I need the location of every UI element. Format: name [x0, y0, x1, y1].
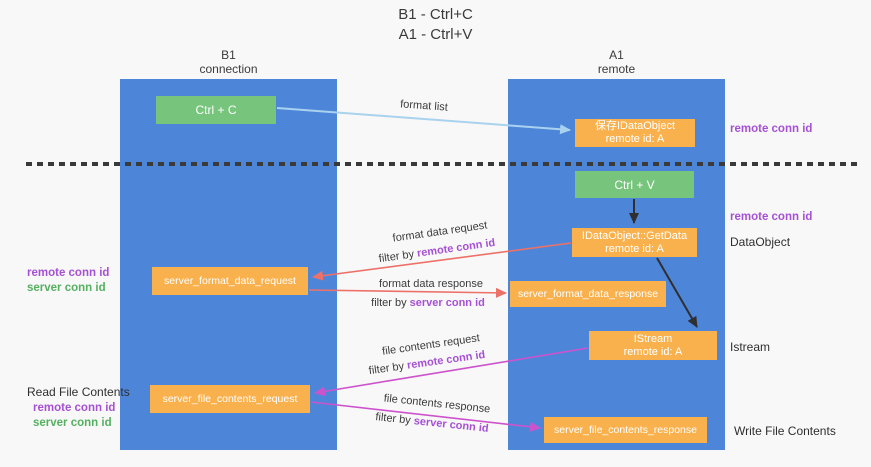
dataobject-text: DataObject [730, 235, 791, 249]
lane-header-a1: A1 remote [508, 48, 725, 76]
label-filter-by-server-1: filter by server conn id [371, 297, 485, 309]
node-istream: IStream remote id: A [589, 331, 717, 360]
node-save-dataobject: 保存IDataObject remote id: A [575, 119, 695, 147]
node-save-dataobject-line1: 保存IDataObject [594, 120, 676, 132]
node-server-file-contents-request: server_file_contents_request [150, 385, 310, 413]
node-server-format-data-response-label: server_format_data_response [517, 287, 659, 300]
node-istream-line1: IStream [633, 332, 673, 345]
label-format-data-response-text: format data response [379, 278, 483, 290]
dataobject-label: DataObject [730, 235, 790, 249]
label-file-contents-response: file contents response [383, 392, 491, 415]
label-filter-by-server-2: filter by server conn id [375, 411, 489, 435]
label-filter-prefix: filter by [378, 248, 415, 266]
label-file-contents-response-text: file contents response [383, 392, 491, 416]
title-line-1: B1 - Ctrl+C [398, 6, 473, 23]
left-conn-id-pair-1: remote conn id server conn id [27, 266, 109, 296]
node-ctrl-c-label: Ctrl + C [195, 103, 237, 117]
node-idataobject-getdata-line2: remote id: A [605, 242, 664, 255]
left-server-conn-id-1: server conn id [27, 282, 106, 294]
label-remote-conn-id-key: remote conn id [416, 236, 496, 260]
label-server-conn-id-key: server conn id [409, 297, 485, 309]
right-remote-conn-id-top-text: remote conn id [730, 123, 813, 135]
title-line-2: A1 - Ctrl+V [398, 26, 473, 43]
lane-b1-name: B1 [221, 48, 236, 62]
left-server-conn-id-2: server conn id [33, 417, 112, 429]
node-ctrl-v: Ctrl + V [575, 171, 694, 198]
node-istream-line2: remote id: A [623, 345, 683, 358]
label-format-list: format list [400, 98, 448, 113]
lane-a1-role: remote [597, 62, 636, 76]
left-conn-id-pair-2: remote conn id server conn id [33, 401, 115, 431]
lane-a1-name: A1 [609, 48, 624, 62]
read-file-contents-label: Read File Contents [27, 385, 130, 399]
label-filter-prefix: filter by [371, 297, 407, 309]
label-server-conn-id-key: server conn id [413, 415, 490, 435]
node-idataobject-getdata-line1: IDataObject::GetData [581, 229, 688, 242]
node-save-dataobject-line2: remote id: A [605, 133, 665, 145]
node-server-format-data-request: server_format_data_request [152, 267, 308, 295]
node-server-file-contents-response-label: server_file_contents_response [553, 423, 697, 436]
left-remote-conn-id-1: remote conn id [27, 267, 110, 279]
lane-header-b1: B1 connection [120, 48, 337, 76]
node-server-format-data-request-label: server_format_data_request [164, 274, 296, 287]
left-remote-conn-id-2: remote conn id [33, 402, 116, 414]
istream-label: Istream [730, 340, 770, 354]
diagram-title: B1 - Ctrl+C A1 - Ctrl+V [0, 5, 871, 45]
label-format-data-response: format data response [379, 278, 483, 290]
right-remote-conn-id-mid-text: remote conn id [730, 211, 813, 223]
write-file-contents-label: Write File Contents [734, 424, 836, 438]
node-ctrl-v-label: Ctrl + V [614, 177, 655, 192]
node-server-format-data-response: server_format_data_response [510, 281, 666, 307]
label-format-list-text: format list [399, 98, 449, 114]
node-server-file-contents-request-label: server_file_contents_request [162, 392, 298, 405]
lane-b1-role: connection [199, 62, 258, 76]
node-server-file-contents-response: server_file_contents_response [544, 417, 707, 443]
istream-text: Istream [730, 340, 771, 354]
read-file-contents-text: Read File Contents [27, 385, 130, 399]
format-data-response-arrow [308, 287, 507, 298]
label-filter-prefix: filter by [374, 411, 412, 427]
write-file-contents-text: Write File Contents [734, 424, 836, 438]
right-remote-conn-id-top: remote conn id [730, 122, 812, 137]
node-idataobject-getdata: IDataObject::GetData remote id: A [572, 228, 697, 257]
right-remote-conn-id-mid: remote conn id [730, 210, 812, 225]
node-ctrl-c: Ctrl + C [156, 96, 276, 124]
label-filter-prefix: filter by [368, 360, 405, 378]
